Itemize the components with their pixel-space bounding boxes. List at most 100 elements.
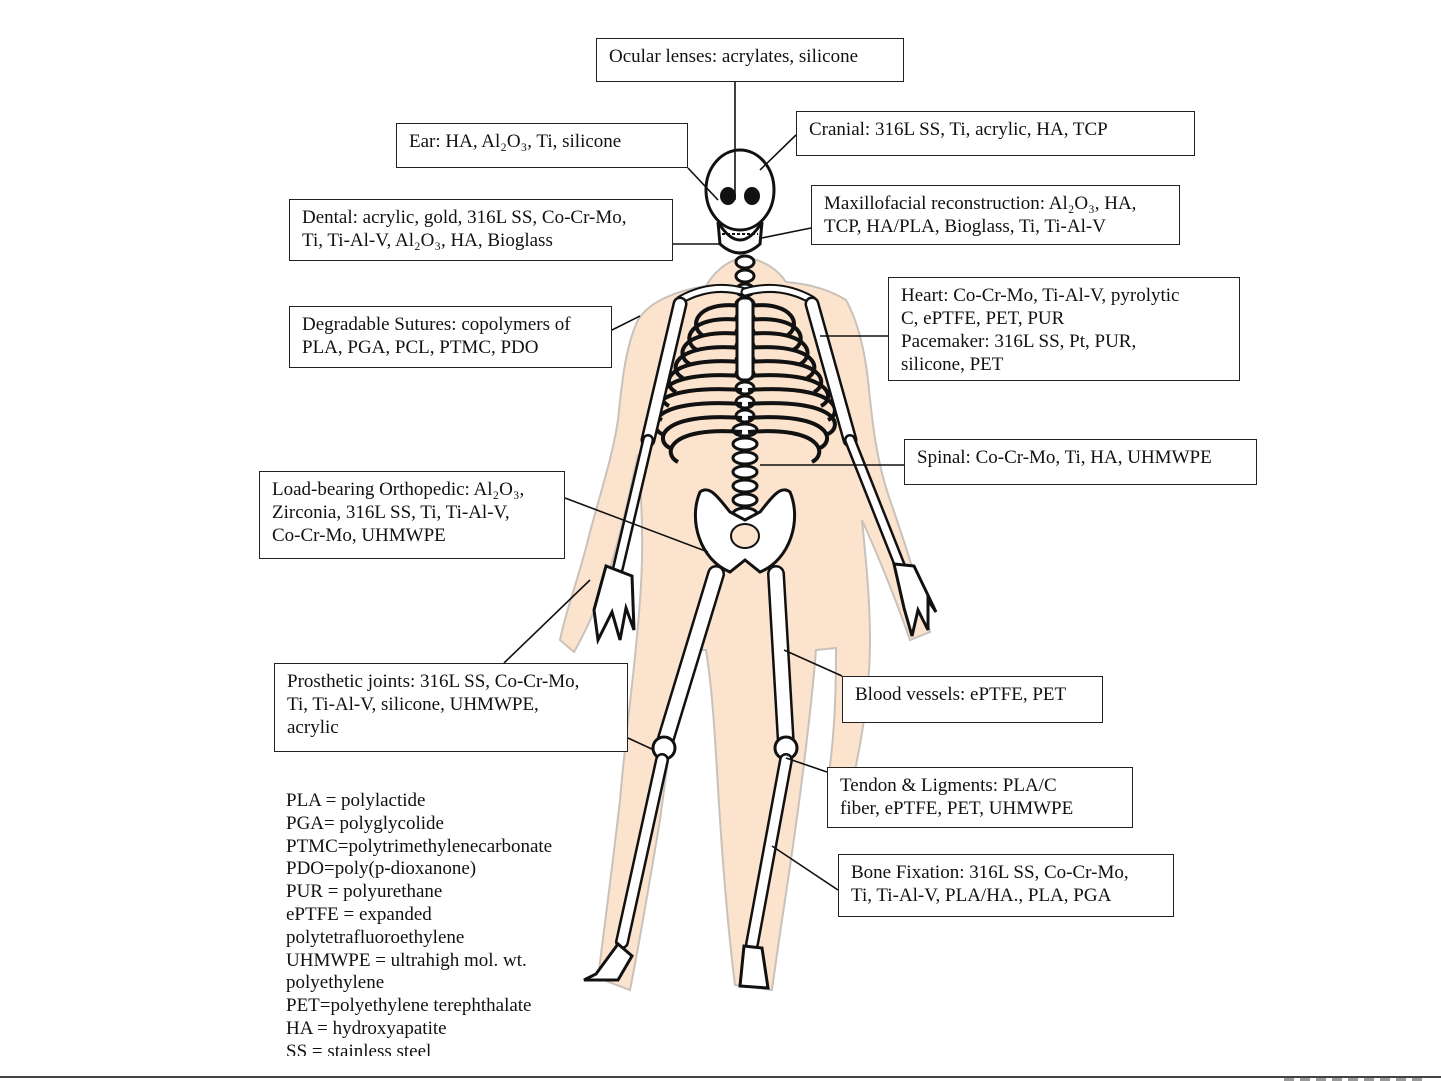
tibia-left xyxy=(617,755,667,947)
rib-right xyxy=(747,303,796,338)
leader-fixation xyxy=(771,845,839,891)
leader-lines xyxy=(503,82,904,891)
legend-entry: ePTFE = expanded xyxy=(286,903,432,925)
eye-socket-left xyxy=(720,187,736,205)
label-load-bearing-orthopedic: Load-bearing Orthopedic: Al₂O₃,Zirconia,… xyxy=(259,471,565,559)
vertebra xyxy=(731,450,759,466)
legend-entry: PDO=poly(p-dioxanone) xyxy=(286,858,477,880)
foot-right xyxy=(738,944,770,990)
label-line: Ear: HA, Al₂O₃, Ti, silicone xyxy=(409,131,622,152)
legend-entry: PTMC=polytrimethylenecarbonate xyxy=(286,835,553,857)
label-cranial: Cranial: 316L SS, Ti, acrylic, HA, TCP xyxy=(796,111,1195,156)
sternum xyxy=(735,296,755,382)
rib-right xyxy=(747,331,810,366)
leader-prosthetic-knee xyxy=(627,737,655,751)
leader-orthopedic xyxy=(564,497,709,553)
rib-left xyxy=(673,345,743,380)
vertebra xyxy=(731,436,759,452)
leader-cranial xyxy=(759,134,797,171)
hand-left xyxy=(592,564,636,646)
label-line: acrylic xyxy=(287,717,339,738)
label-line: silicone, PET xyxy=(901,354,1004,375)
rib-right xyxy=(747,373,831,408)
rib-right xyxy=(747,429,822,464)
tibia-right xyxy=(747,755,791,949)
foot-left xyxy=(583,941,634,982)
clavicle-left xyxy=(677,285,748,303)
legend-entry: PUR = polyurethane xyxy=(286,881,443,903)
label-line: Blood vessels: ePTFE, PET xyxy=(855,684,1067,705)
label-ear: Ear: HA, Al₂O₃, Ti, silicone xyxy=(396,123,688,168)
legend-entry: HA = hydroxyapatite xyxy=(286,1017,447,1039)
label-ocular-lenses: Ocular lenses: acrylates, silicone xyxy=(596,38,904,82)
label-line: Dental: acrylic, gold, 316L SS, Co-Cr-Mo… xyxy=(302,207,627,228)
legend-entry: SS = stainless steel xyxy=(286,1040,432,1056)
rib-left xyxy=(687,317,743,352)
leader-maxillofacial xyxy=(761,227,812,239)
label-line: Prosthetic joints: 316L SS, Co-Cr-Mo, xyxy=(287,671,580,692)
label-line: Cranial: 316L SS, Ti, acrylic, HA, TCP xyxy=(809,119,1108,140)
label-line: Co-Cr-Mo, UHMWPE xyxy=(272,525,446,546)
label-blood-vessels: Blood vessels: ePTFE, PET xyxy=(842,676,1103,723)
legend-entry: polyethylene xyxy=(286,972,385,994)
label-line: Pacemaker: 316L SS, Pt, PUR, xyxy=(901,331,1137,352)
eye-socket-right xyxy=(744,187,760,205)
leader-tendon xyxy=(785,757,828,773)
legend-entry: UHMWPE = ultrahigh mol. wt. xyxy=(286,949,527,971)
radius-right xyxy=(846,436,904,570)
femur-right xyxy=(769,567,793,752)
rib-left xyxy=(680,331,743,366)
vertebra xyxy=(734,268,756,284)
jaw xyxy=(716,221,764,255)
label-line: Degradable Sutures: copolymers of xyxy=(302,314,571,335)
label-line: Ti, Ti-Al-V, Al₂O₃, HA, Bioglass xyxy=(302,230,553,251)
label-line: PLA, PGA, PCL, PTMC, PDO xyxy=(302,337,539,358)
rib-left xyxy=(660,415,743,450)
label-line: TCP, HA/PLA, Bioglass, Ti, Ti-Al-V xyxy=(824,216,1106,237)
label-line: Ocular lenses: acrylates, silicone xyxy=(609,46,859,67)
clavicle-right xyxy=(742,285,815,303)
label-spinal: Spinal: Co-Cr-Mo, Ti, HA, UHMWPE xyxy=(904,439,1257,485)
legend-entry: PET=polyethylene terephthalate xyxy=(286,995,532,1017)
rib-left xyxy=(666,359,743,394)
label-maxillofacial-reconstruction: Maxillofacial reconstruction: Al₂O₃, HA,… xyxy=(811,185,1180,245)
label-line: Ti, Ti-Al-V, silicone, UHMWPE, xyxy=(287,694,539,715)
vertebra xyxy=(731,464,759,480)
label-line: Spinal: Co-Cr-Mo, Ti, HA, UHMWPE xyxy=(917,447,1212,468)
bottom-divider xyxy=(0,1076,1441,1078)
legend-entry: PLA = polylactide xyxy=(286,790,426,811)
skull xyxy=(704,148,776,232)
legend-entry: PGA= polyglycolide xyxy=(286,812,444,834)
label-line: Load-bearing Orthopedic: Al₂O₃, xyxy=(272,479,525,500)
vertebra xyxy=(734,254,756,270)
label-line: fiber, ePTFE, PET, UHMWPE xyxy=(840,798,1074,819)
humerus-left xyxy=(643,299,685,445)
label-line: Bone Fixation: 316L SS, Co-Cr-Mo, xyxy=(851,862,1129,883)
legend-entry: polytetrafluoroethylene xyxy=(286,926,465,948)
leader-prosthetic-hand xyxy=(503,579,591,664)
rib-right xyxy=(747,317,803,352)
rib-right xyxy=(747,359,824,394)
footer-mark xyxy=(1284,1078,1424,1081)
label-dental: Dental: acrylic, gold, 316L SS, Co-Cr-Mo… xyxy=(289,199,673,261)
label-line: C, ePTFE, PET, PUR xyxy=(901,308,1065,329)
label-bone-fixation: Bone Fixation: 316L SS, Co-Cr-Mo,Ti, Ti-… xyxy=(838,854,1174,917)
pelvic-inlet xyxy=(730,523,760,549)
rib-left xyxy=(668,429,743,464)
vertebra xyxy=(731,492,759,508)
humerus-right xyxy=(807,299,855,445)
rib-right xyxy=(747,345,817,380)
leader-sutures xyxy=(611,315,641,331)
femur-left xyxy=(657,567,723,752)
leader-ear xyxy=(687,167,719,201)
rib-right xyxy=(747,415,830,450)
hand-right xyxy=(892,562,938,637)
vertebra xyxy=(731,478,759,494)
label-line: Ti, Ti-Al-V, PLA/HA., PLA, PGA xyxy=(851,885,1112,906)
